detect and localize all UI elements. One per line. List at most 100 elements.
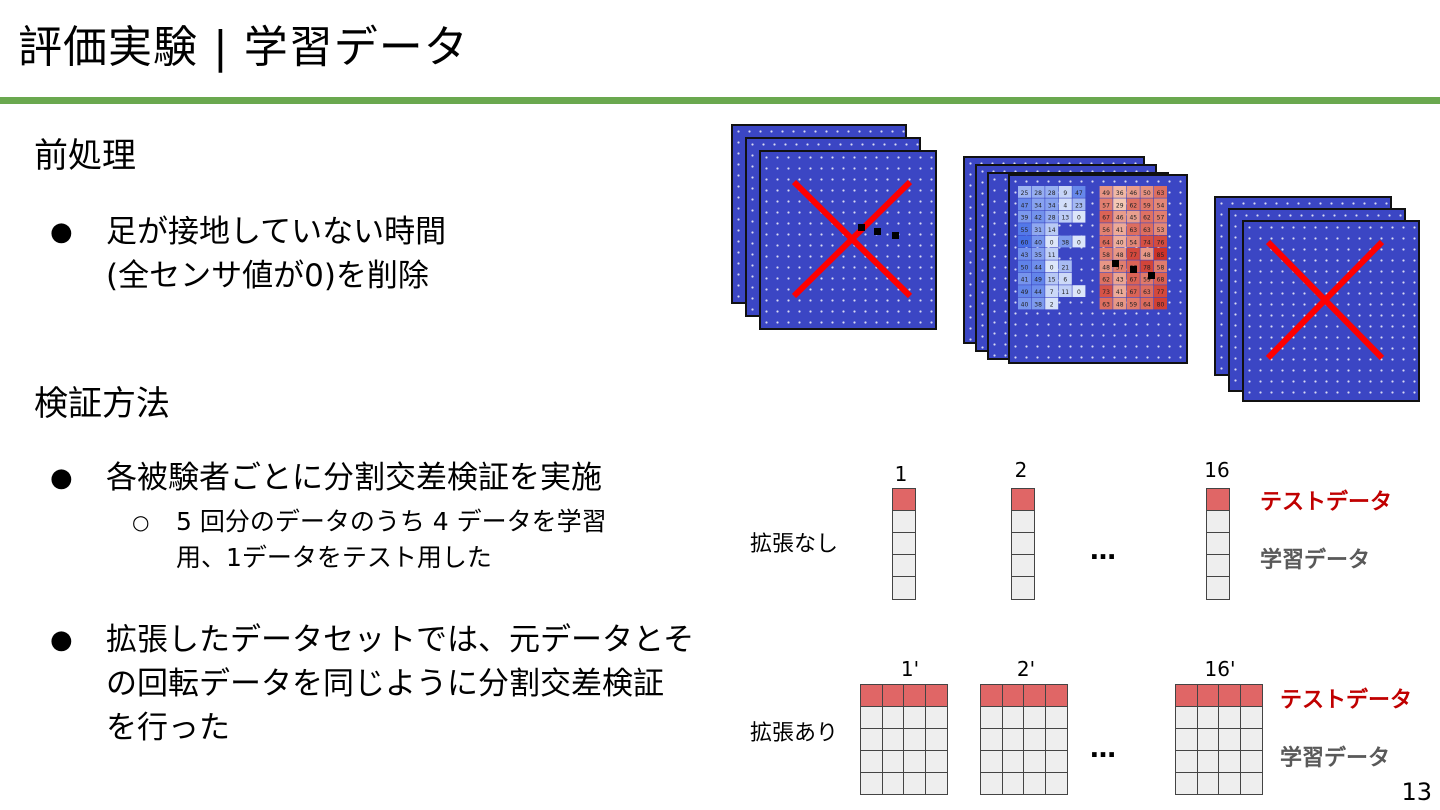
train-cell bbox=[924, 750, 948, 773]
heatmap-cell bbox=[1154, 260, 1167, 273]
heatmap-cell bbox=[1099, 186, 1113, 198]
heatmap-cell bbox=[1140, 260, 1154, 273]
heatmap-cell bbox=[1018, 297, 1031, 310]
heatmap-value: 58 bbox=[1102, 252, 1110, 259]
heatmap-value: 49 bbox=[1102, 190, 1110, 197]
heatmap-value: 48 bbox=[1143, 252, 1151, 259]
heatmap-cell bbox=[1058, 260, 1072, 273]
sub-bullet-circle: ○ bbox=[132, 510, 150, 534]
heatmap-value: 0 bbox=[1077, 240, 1081, 247]
heatmap-value: 59 bbox=[1129, 302, 1137, 309]
heatmap-cell bbox=[1072, 186, 1086, 198]
heatmap-cell bbox=[1126, 210, 1140, 223]
train-cell bbox=[1023, 750, 1046, 773]
heatmap-value: 60 bbox=[1021, 240, 1029, 247]
heatmap-value: 63 bbox=[1157, 190, 1165, 197]
heatmap-value: 58 bbox=[1157, 264, 1165, 271]
test-cell bbox=[1044, 684, 1068, 707]
heatmap-value: 28 bbox=[1048, 215, 1056, 222]
heatmap-value: 38 bbox=[1061, 240, 1069, 247]
heatmap-cell bbox=[1018, 186, 1031, 198]
train-cell bbox=[903, 772, 926, 795]
heatmap-value: 0 bbox=[1050, 240, 1054, 247]
heatmap-cell bbox=[1031, 248, 1045, 260]
legend-train-data: 学習データ bbox=[1280, 746, 1391, 771]
heatmap-cell bbox=[1045, 285, 1059, 297]
heatmap-value: 62 bbox=[1143, 215, 1151, 222]
validation-bullet-2-line-1: 拡張したデータセットでは、元データとそ bbox=[106, 622, 695, 658]
heatmap-cell bbox=[1154, 210, 1167, 223]
heatmap-value: 46 bbox=[1116, 215, 1124, 222]
heatmap-value: 59 bbox=[1143, 202, 1151, 209]
train-cell bbox=[1206, 554, 1230, 578]
train-cell bbox=[1023, 728, 1046, 751]
heatmap-cell bbox=[1031, 285, 1045, 297]
heatmap-value: 67 bbox=[1129, 277, 1137, 284]
heatmap-value: 57 bbox=[1157, 215, 1165, 222]
heatmap-cell bbox=[1154, 272, 1167, 285]
fold-number: 2 bbox=[1014, 458, 1028, 482]
heatmap-value: 36 bbox=[1116, 190, 1124, 197]
heatmap-value: 63 bbox=[1143, 289, 1151, 296]
train-cell bbox=[1239, 706, 1263, 729]
heatmap-value: 59 bbox=[1143, 277, 1151, 284]
heatmap-value: 64 bbox=[1143, 302, 1151, 309]
heatmap-cell bbox=[1058, 198, 1072, 211]
heatmap-value: 21 bbox=[1061, 264, 1069, 271]
train-cell bbox=[903, 706, 926, 729]
train-cell bbox=[1196, 772, 1220, 795]
train-cell bbox=[1218, 772, 1241, 795]
heatmap-cell bbox=[1126, 297, 1140, 310]
heatmap-cell bbox=[1113, 198, 1127, 211]
train-cell bbox=[1011, 554, 1035, 578]
heatmap-value: 42 bbox=[1034, 215, 1042, 222]
validation-bullet-2-line-3: を行った bbox=[106, 710, 230, 746]
heatmap-value: 57 bbox=[1116, 264, 1124, 271]
train-cell bbox=[881, 706, 905, 729]
train-cell bbox=[1218, 750, 1241, 773]
heatmap-value: 44 bbox=[1034, 264, 1042, 271]
train-cell bbox=[1023, 772, 1046, 795]
train-cell bbox=[1175, 772, 1198, 795]
heatmap-cell bbox=[1154, 297, 1167, 310]
heatmap-value: 67 bbox=[1102, 215, 1110, 222]
train-cell bbox=[1011, 510, 1035, 534]
preprocessing-line-1: 足が接地していない時間 bbox=[106, 214, 447, 250]
test-cell bbox=[903, 684, 926, 707]
train-cell bbox=[924, 772, 948, 795]
heatmap-cell bbox=[1099, 285, 1113, 297]
validation-sub-bullet: ○ 5 回分のデータのうち 4 データを学習 用、1データをテスト用した bbox=[132, 504, 607, 576]
heatmap-value: 77 bbox=[1129, 252, 1137, 259]
heatmap-cell bbox=[1045, 260, 1059, 273]
heatmap-cell bbox=[1045, 210, 1059, 223]
train-cell bbox=[860, 772, 883, 795]
heatmap-value: 47 bbox=[1021, 202, 1029, 209]
heatmap-value: 55 bbox=[1021, 227, 1029, 234]
heatmap-cell bbox=[1018, 285, 1031, 297]
heatmap-cell bbox=[1031, 272, 1045, 285]
heatmap-cell bbox=[1140, 198, 1154, 211]
heatmap-value: 44 bbox=[1034, 289, 1042, 296]
bullet-dot: ● bbox=[50, 625, 73, 655]
heatmap-value: 34 bbox=[1034, 202, 1042, 209]
preprocessing-line-2: (全センサ値が0)を削除 bbox=[106, 258, 429, 294]
heatmap-cell bbox=[1031, 186, 1045, 198]
heatmap-value: 0 bbox=[1077, 215, 1081, 222]
heatmap-value: 73 bbox=[1102, 289, 1110, 296]
heatmap-cell bbox=[1058, 210, 1072, 223]
train-cell bbox=[892, 554, 916, 578]
heatmap-value: 48 bbox=[1102, 264, 1110, 271]
removed-cross-icon bbox=[1265, 239, 1385, 361]
heatmap-value: 74 bbox=[1143, 240, 1151, 247]
train-cell bbox=[1196, 750, 1220, 773]
heatmap-cell bbox=[1031, 198, 1045, 211]
heatmap-value: 25 bbox=[1021, 190, 1029, 197]
train-cell bbox=[1218, 728, 1241, 751]
train-cell bbox=[980, 706, 1003, 729]
heatmap-value: 40 bbox=[1116, 240, 1124, 247]
heatmap-value: 7 bbox=[1050, 289, 1054, 296]
heatmap-value: 76 bbox=[1157, 240, 1165, 247]
heatmap-value: 41 bbox=[1116, 289, 1124, 296]
train-cell bbox=[1206, 532, 1230, 556]
